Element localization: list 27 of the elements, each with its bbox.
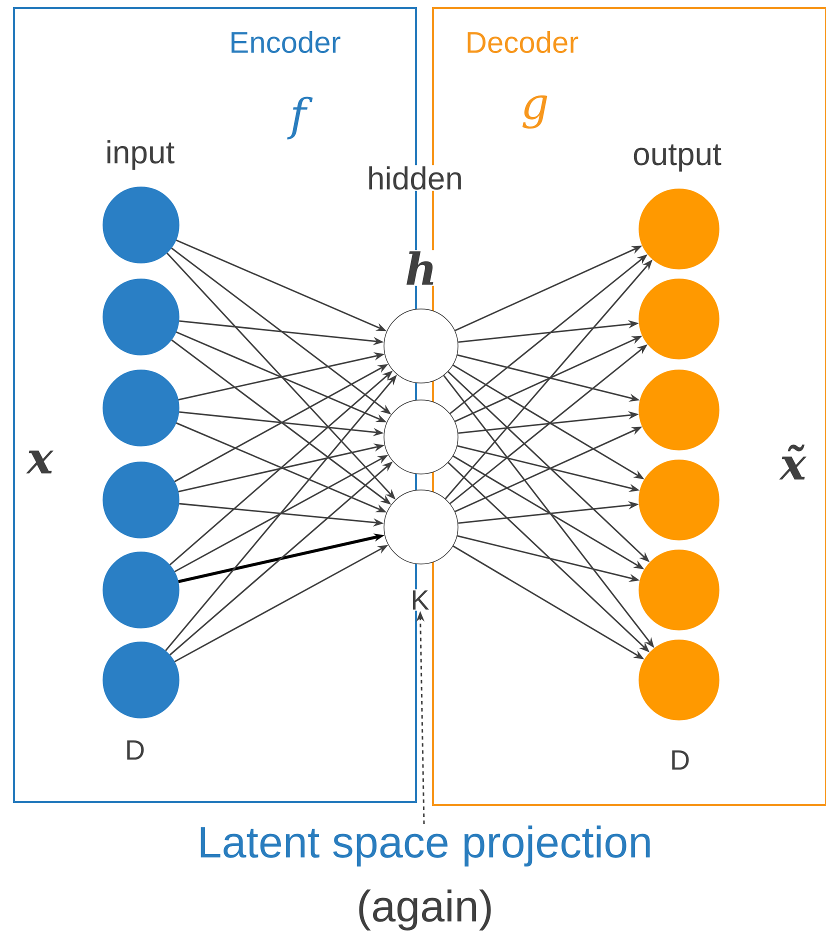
neuron-circle xyxy=(638,188,720,270)
layer-size-label: K xyxy=(410,589,430,611)
neuron-circle xyxy=(102,278,180,356)
neuron-circle xyxy=(384,308,458,384)
layer-size-label: D xyxy=(668,749,692,771)
neuron-circle xyxy=(102,642,180,718)
neuron-circle xyxy=(102,462,180,538)
neuron-circle xyxy=(638,550,720,630)
neuron-circle xyxy=(384,490,458,564)
neuron-circle xyxy=(638,278,720,360)
layer-size-label: D xyxy=(124,739,146,761)
neuron-circle xyxy=(102,370,180,446)
neuron-circle xyxy=(638,370,720,450)
layer-label: output xyxy=(631,143,723,173)
caption-text: (again) xyxy=(355,888,495,932)
letter-symbol: g xyxy=(520,94,550,130)
layer-label: hidden xyxy=(366,165,464,191)
vector-symbol: x̃ xyxy=(778,443,808,481)
letter-symbol: f xyxy=(287,96,313,140)
caption-text: Latent space projection xyxy=(200,825,650,867)
neuron-circle xyxy=(638,640,720,720)
neuron-circle xyxy=(102,552,180,628)
neuron-circle xyxy=(384,400,458,474)
layer-label: input xyxy=(104,138,176,172)
neuron-circle xyxy=(638,460,720,540)
vector-symbol: x xyxy=(26,449,54,475)
neuron-circle xyxy=(102,186,180,264)
